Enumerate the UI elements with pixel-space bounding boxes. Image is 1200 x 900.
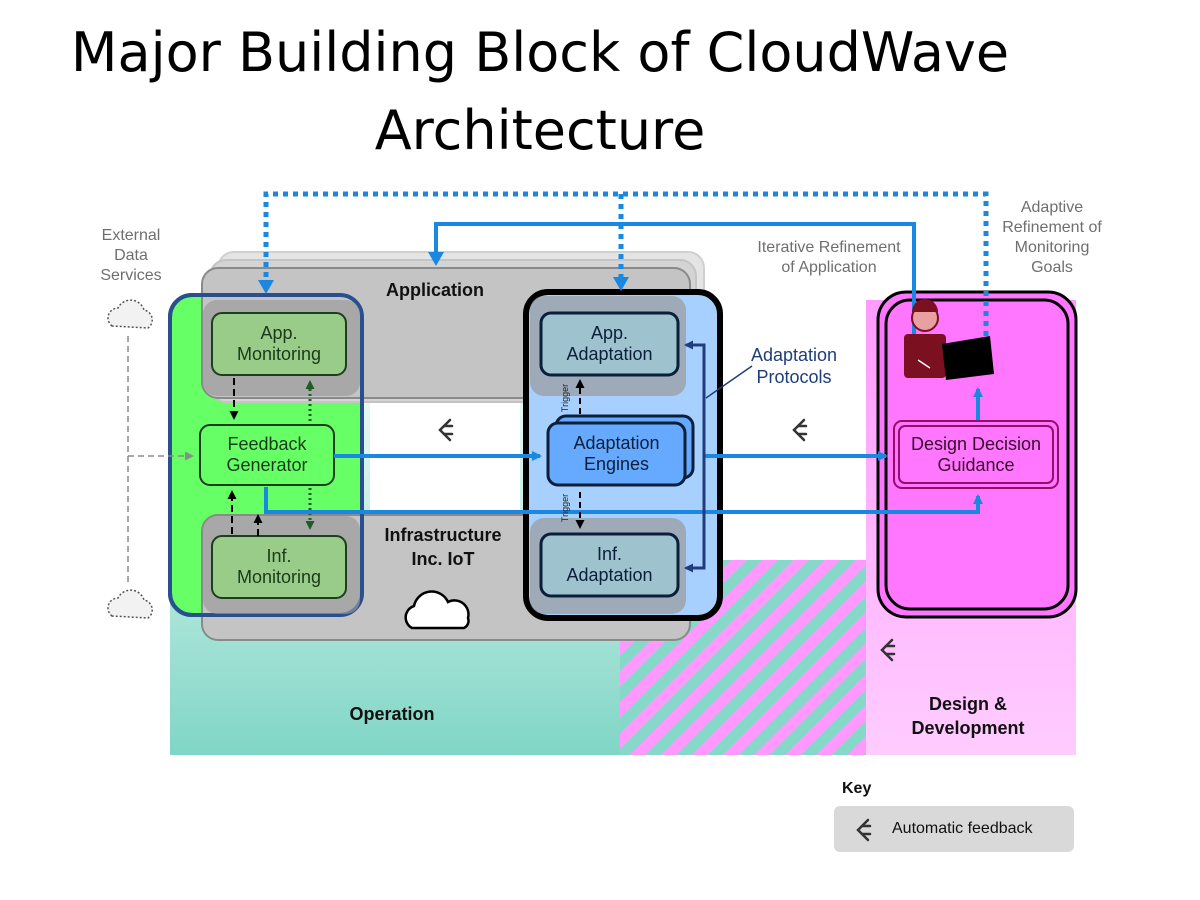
key-title: Key [842,780,872,797]
inf-adaptation-box [539,532,680,598]
infrastructure-label: Infrastructure Inc. IoT [368,523,518,571]
iterative-refinement-loop [434,222,916,338]
iterative-refinement-line: Iterative Refinement [757,239,901,256]
app-monitoring-box [211,312,347,376]
adaptive-refinement-line: Adaptive [1020,199,1084,216]
automatic-feedback-icon [880,638,896,662]
operation-label: Operation [349,704,435,724]
iterative-refinement-line: of Application [781,259,877,276]
adaptation-engines-line: Adaptation [573,433,660,453]
app-monitoring: App. Monitoring [212,313,346,375]
title-line-1: Major Building Block of CloudWave [70,21,1010,84]
inf-monitoring-line: Monitoring [236,567,322,587]
iterative-refinement-label: Iterative Refinement of Application [746,238,912,278]
cloud-icon [404,590,470,630]
adaptive-refinement-line: Refinement of [1002,219,1102,236]
infrastructure-line: Inc. IoT [411,549,475,569]
design-development-line: Design & [928,694,1007,714]
app-adaptation-box [539,311,680,377]
design-decision-box [898,425,1054,484]
automatic-feedback-icon [438,418,454,442]
trigger-top-label: Trigger [560,383,570,413]
feedback-generator: Feedback Generator [200,425,334,485]
title-line-2: Architecture [374,99,706,162]
adaptive-refinement-line: Goals [1031,259,1073,276]
automatic-feedback-icon [792,418,808,442]
inf-monitoring: Inf. Monitoring [212,536,346,598]
adaptive-refinement-label: Adaptive Refinement of Monitoring Goals [994,198,1110,278]
page-title: Major Building Block of CloudWave Archit… [0,14,1080,170]
adaptive-refinement-line: Monitoring [1014,239,1090,256]
inf-adaptation-line: Adaptation [566,565,653,585]
feedback-generator-line: Generator [226,455,308,475]
cloud-icon [107,589,153,619]
inf-adaptation-line: Inf. [596,544,622,564]
user-at-laptop-icon [904,299,994,380]
design-decision-line: Guidance [937,454,1015,475]
adaptation-protocols-label: Adaptation Protocols [736,344,852,388]
feedback-generator-line: Feedback [227,434,307,454]
adaptation-protocols-line: Adaptation [750,345,838,365]
automatic-feedback-icon [856,818,872,842]
design-development-line: Development [911,718,1025,738]
adaptation-engines-line: Engines [583,454,650,474]
key-box [834,806,1074,852]
inf-monitoring-box [211,535,347,599]
external-label-line: External [101,227,161,244]
app-monitoring-line: Monitoring [236,344,322,364]
design-decision-line: Design Decision [910,433,1042,454]
adaptation-engines: Adaptation Engines [548,423,685,485]
app-adaptation-line: App. [590,323,629,343]
adaptive-refinement-loop [263,191,989,336]
app-monitoring-line: App. [260,323,298,343]
app-adaptation: App. Adaptation [541,313,678,375]
cloud-icon [107,299,153,329]
infrastructure-line: Infrastructure [384,525,502,545]
design-development-label: Design & Development [888,692,1048,740]
inf-adaptation: Inf. Adaptation [541,534,678,596]
external-data-services-label: External Data Services [86,226,176,286]
design-decision-guidance: Design Decision Guidance [899,426,1053,483]
app-adaptation-line: Adaptation [566,344,653,364]
inf-monitoring-line: Inf. [266,546,292,566]
application-label: Application [386,280,484,300]
adaptation-protocols-line: Protocols [756,367,832,387]
external-label-line: Services [100,267,162,284]
trigger-bottom-label: Trigger [560,493,570,523]
key-item-label: Automatic feedback [892,820,1033,837]
external-label-line: Data [114,247,148,264]
adaptation-engines-box [546,421,687,487]
